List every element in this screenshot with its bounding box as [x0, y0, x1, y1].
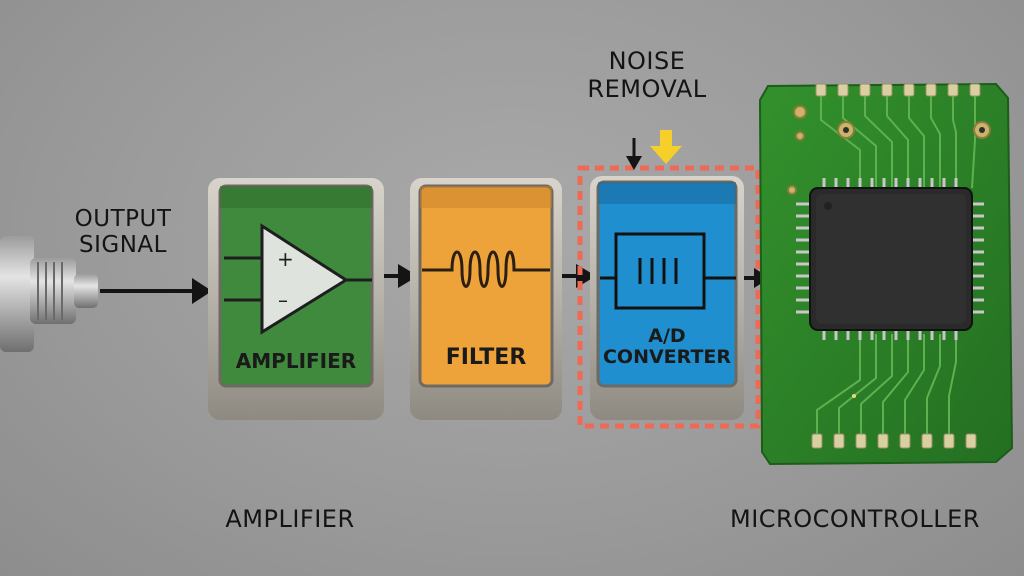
sensor-connector [0, 236, 98, 352]
coil-waveform-icon [422, 250, 550, 288]
filter-box-label: FILTER [445, 345, 527, 370]
microcontroller-chip-top [816, 194, 966, 324]
noise-removal-line1: NOISE [608, 47, 686, 75]
noise-removal-line2: REMOVAL [587, 74, 707, 103]
adc-bars-icon [600, 232, 736, 310]
arrow-head-amplifier [192, 278, 212, 304]
arrow-head-filter [398, 264, 418, 288]
noise-arrows [626, 130, 682, 170]
svg-text:+: + [277, 247, 294, 271]
chip-pin1-dot [824, 202, 832, 210]
noise-removal-label: NOISE REMOVAL [576, 47, 718, 103]
output-signal-line1: OUTPUT [74, 206, 172, 232]
amplifier-box-label: AMPLIFIER [235, 349, 357, 373]
svg-text:–: – [278, 288, 288, 312]
adc-module [590, 176, 744, 420]
output-signal-line2: SIGNAL [79, 232, 167, 259]
noise-removal-highlight [577, 165, 761, 429]
converter-label-line1: A/D [648, 325, 686, 347]
bottom-amplifier-label: AMPLIFIER [225, 505, 355, 533]
output-signal-label: OUTPUT SIGNAL [64, 206, 182, 259]
converter-box-label: A/D CONVERTER [598, 326, 736, 368]
op-amp-icon: + – [224, 223, 372, 335]
converter-label-line2: CONVERTER [602, 345, 732, 368]
bottom-microcontroller-label: MICROCONTROLLER [729, 505, 981, 533]
filter-module [410, 178, 562, 420]
